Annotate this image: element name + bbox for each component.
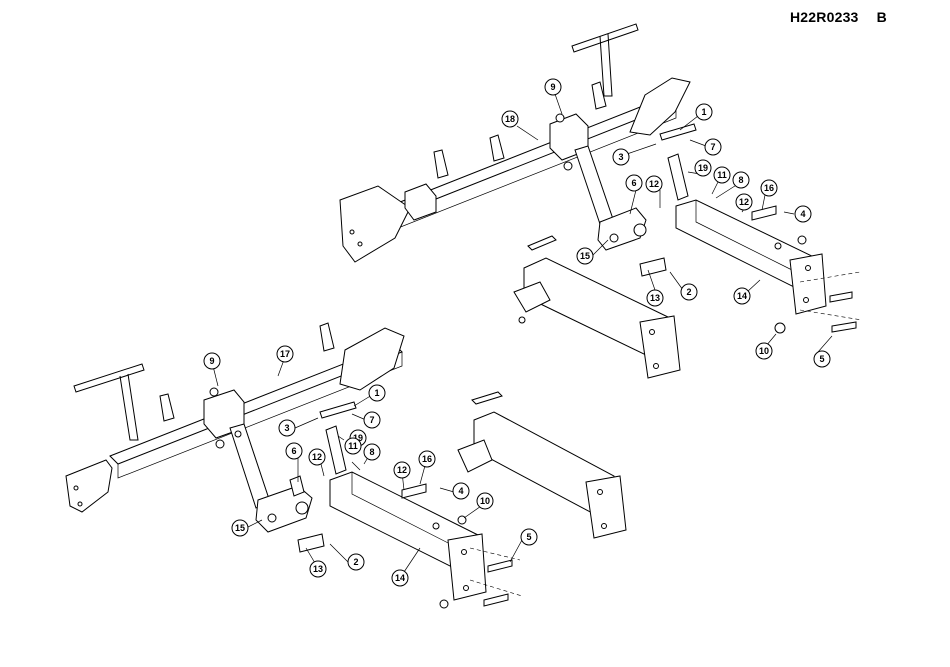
callout-label: 7 [369, 415, 374, 425]
callout-label: 17 [280, 349, 290, 359]
callout-14: 14 [734, 288, 750, 304]
callout-label: 12 [739, 197, 749, 207]
callout-14: 14 [392, 570, 408, 586]
callout-7: 7 [364, 412, 380, 428]
callout-4: 4 [795, 206, 811, 222]
callout-12: 12 [646, 176, 662, 192]
callout-label: 18 [505, 114, 515, 124]
callout-label: 11 [717, 170, 727, 180]
lower-assembly [66, 323, 626, 608]
callout-label: 14 [737, 291, 747, 301]
callout-9: 9 [204, 353, 220, 369]
callout-label: 7 [710, 142, 715, 152]
callout-label: 5 [526, 532, 531, 542]
callout-11: 11 [714, 167, 730, 183]
callout-12-b: 12 [736, 194, 752, 210]
callout-6: 6 [626, 175, 642, 191]
callout-6: 6 [286, 443, 302, 459]
callout-label: 4 [458, 486, 463, 496]
callout-13: 13 [647, 290, 663, 306]
callout-label: 10 [759, 346, 769, 356]
callout-15: 15 [232, 520, 248, 536]
callout-9: 9 [545, 79, 561, 95]
callout-label: 6 [631, 178, 636, 188]
callout-7: 7 [705, 139, 721, 155]
callout-label: 8 [369, 447, 374, 457]
callout-label: 4 [800, 209, 805, 219]
callout-label: 3 [284, 423, 289, 433]
callout-label: 6 [291, 446, 296, 456]
lower-top-bar [74, 364, 144, 392]
callout-label: 10 [480, 496, 490, 506]
lower-left-plate [66, 460, 112, 512]
callout-label: 12 [397, 465, 407, 475]
callout-8: 8 [364, 444, 380, 460]
callout-16: 16 [761, 180, 777, 196]
callout-label: 1 [701, 107, 706, 117]
callout-label: 3 [618, 152, 623, 162]
callout-1: 1 [696, 104, 712, 120]
callout-16: 16 [419, 451, 435, 467]
callout-label: 11 [348, 441, 358, 451]
callout-3: 3 [613, 149, 629, 165]
callout-label: 8 [738, 175, 743, 185]
callout-5: 5 [814, 351, 830, 367]
callout-label: 16 [422, 454, 432, 464]
callout-5: 5 [521, 529, 537, 545]
callout-10: 10 [756, 343, 772, 359]
upper-right-plate [630, 78, 690, 135]
callout-19: 19 [695, 160, 711, 176]
callout-2: 2 [681, 284, 697, 300]
callout-label: 15 [580, 251, 590, 261]
callout-17: 17 [277, 346, 293, 362]
lower-right-plate [340, 328, 404, 390]
callout-8: 8 [733, 172, 749, 188]
upper-assembly [340, 24, 862, 378]
callout-4: 4 [453, 483, 469, 499]
upper-top-bar [572, 24, 638, 52]
callout-label: 9 [550, 82, 555, 92]
upper-left-plate [340, 186, 410, 262]
callout-label: 13 [313, 564, 323, 574]
callout-label: 16 [764, 183, 774, 193]
callout-11: 11 [345, 438, 361, 454]
callout-label: 5 [819, 354, 824, 364]
callout-1: 1 [369, 385, 385, 401]
callout-label: 2 [686, 287, 691, 297]
callout-label: 15 [235, 523, 245, 533]
callout-12: 12 [309, 449, 325, 465]
callout-3: 3 [279, 420, 295, 436]
callout-label: 12 [649, 179, 659, 189]
callout-13: 13 [310, 561, 326, 577]
callout-2: 2 [348, 554, 364, 570]
callout-10: 10 [477, 493, 493, 509]
callout-label: 9 [209, 356, 214, 366]
callout-15: 15 [577, 248, 593, 264]
callout-label: 13 [650, 293, 660, 303]
callout-label: 19 [698, 163, 708, 173]
callout-18: 18 [502, 111, 518, 127]
callout-12-b: 12 [394, 462, 410, 478]
callout-label: 1 [374, 388, 379, 398]
callout-label: 12 [312, 452, 322, 462]
callout-label: 2 [353, 557, 358, 567]
callout-label: 14 [395, 573, 405, 583]
